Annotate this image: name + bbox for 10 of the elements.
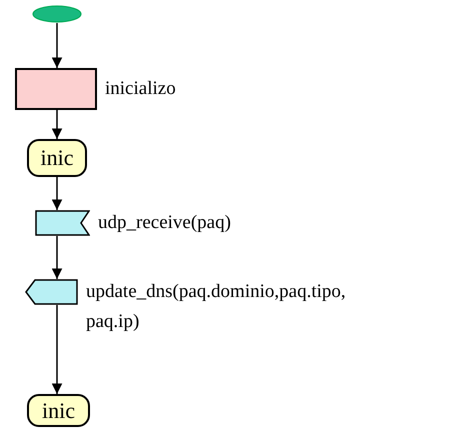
symbol-label: udp_receive(paq) xyxy=(98,211,232,235)
symbol-label: update_dns(paq.dominio,paq.tipo, paq.ip) xyxy=(86,280,347,334)
state-box: inic xyxy=(27,139,87,177)
arrow xyxy=(52,236,62,279)
arrow xyxy=(52,23,62,68)
state-box: inic xyxy=(27,394,90,427)
arrow xyxy=(52,305,62,394)
arrow xyxy=(52,110,62,139)
arrow xyxy=(52,177,62,210)
symbol-label: inicializo xyxy=(105,77,177,101)
